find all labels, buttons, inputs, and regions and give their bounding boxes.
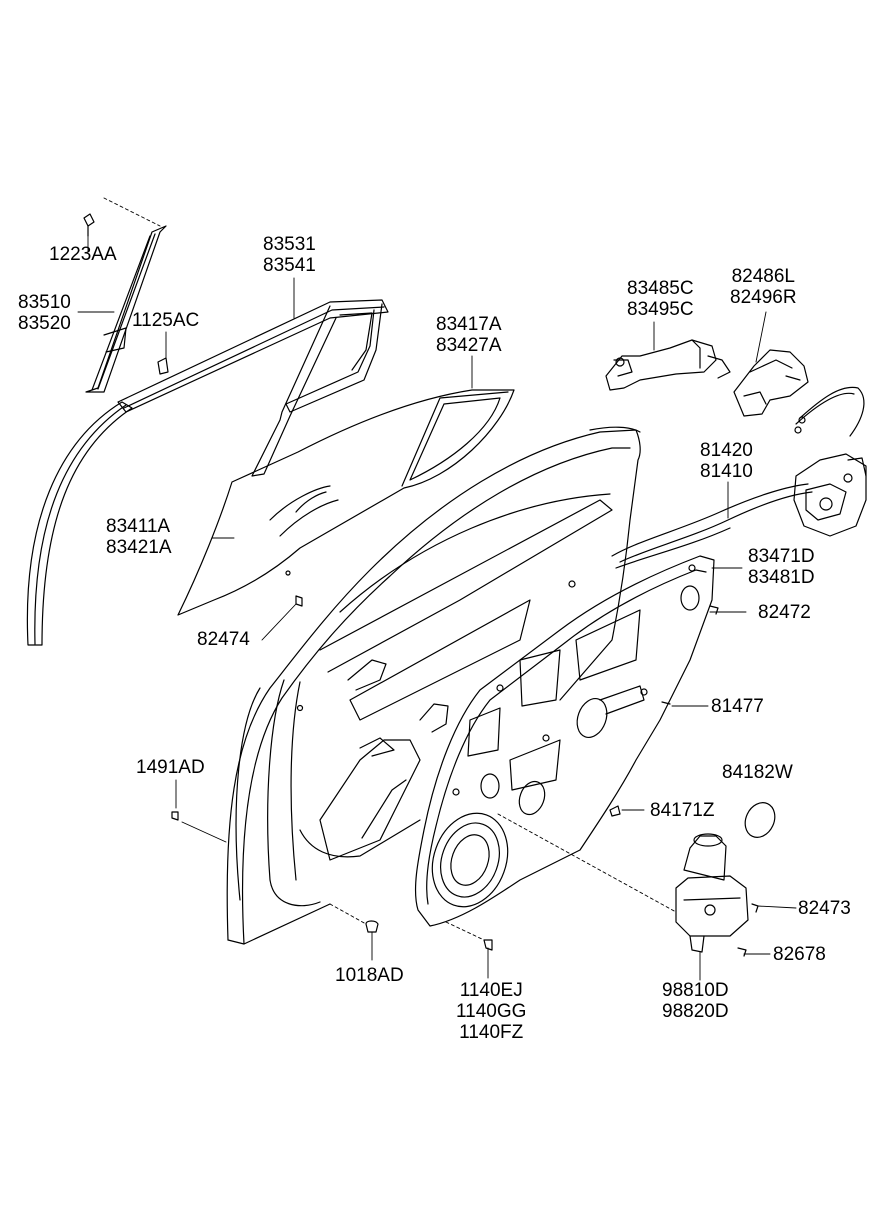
callout-line: 81420 <box>700 440 753 461</box>
leader-lines <box>77 197 797 981</box>
callout-line: 82472 <box>758 602 811 623</box>
callout-line: 82678 <box>773 944 826 965</box>
callout-98810d: 98810D 98820D <box>662 980 729 1022</box>
callout-83510: 83510 83520 <box>18 292 71 334</box>
callout-line: 82473 <box>798 898 851 919</box>
plug-part <box>609 805 621 817</box>
callout-82678: 82678 <box>773 944 826 965</box>
latch-bracket-part <box>733 349 809 417</box>
callout-line: 82486L <box>731 266 795 287</box>
callout-line: 83481D <box>748 567 815 588</box>
door-module-panel-part <box>414 555 715 927</box>
callout-line: 81477 <box>711 696 764 717</box>
callout-line: 83417A <box>436 314 502 335</box>
callout-1223aa: 1223AA <box>49 244 117 265</box>
channel-assembly-part <box>26 225 167 646</box>
callout-line: 83510 <box>18 292 71 313</box>
callout-82472: 82472 <box>758 602 811 623</box>
callout-line: 83541 <box>263 255 316 276</box>
glass-run-part <box>117 299 389 477</box>
callout-line: 98820D <box>662 1001 729 1022</box>
callout-line: 1140EJ <box>459 980 523 1001</box>
callout-line: 1140FZ <box>459 1022 524 1043</box>
callout-83411a: 83411A 83421A <box>106 516 172 558</box>
callout-line: 83531 <box>263 234 316 255</box>
door-latch-part <box>793 453 867 537</box>
callout-line: 1125AC <box>132 310 200 331</box>
callout-line: 82496R <box>730 287 797 308</box>
window-regulator-motor-part <box>675 833 749 953</box>
callout-82473: 82473 <box>798 898 851 919</box>
callout-line: 83485C <box>627 278 694 299</box>
callout-line: 1018AD <box>335 965 404 986</box>
callout-84182w: 84182W <box>722 762 793 783</box>
callout-line: 1491AD <box>136 757 205 778</box>
callout-82474: 82474 <box>197 629 250 650</box>
door-glass-part <box>177 389 515 616</box>
cable-part <box>611 386 865 569</box>
callout-83417a: 83417A 83427A <box>436 314 502 356</box>
callout-line: 83421A <box>106 537 172 558</box>
callout-81477: 81477 <box>711 696 764 717</box>
callout-82486l: 82486L 82496R <box>730 266 797 308</box>
speaker-cover-part <box>744 802 776 838</box>
callout-line: 83520 <box>18 313 71 334</box>
callout-83471d: 83471D 83481D <box>748 546 815 588</box>
callout-line: 82474 <box>197 629 250 650</box>
callout-line: 84182W <box>722 762 793 783</box>
callout-line: 83495C <box>627 299 694 320</box>
callout-83531: 83531 83541 <box>263 234 316 276</box>
callout-81420: 81420 81410 <box>700 440 753 482</box>
callout-1140ej: 1140EJ 1140GG 1140FZ <box>456 980 526 1043</box>
inside-handle-part <box>605 339 731 391</box>
callout-1125ac: 1125AC <box>132 310 199 331</box>
callout-84171z: 84171Z <box>650 800 714 821</box>
callout-line: 1223AA <box>49 244 117 265</box>
callout-line: 83471D <box>748 546 815 567</box>
callout-line: 83411A <box>106 516 171 537</box>
callout-1491ad: 1491AD <box>136 757 205 778</box>
callout-line: 83427A <box>436 335 502 356</box>
callout-line: 1140GG <box>456 1001 527 1022</box>
callout-line: 81410 <box>700 461 753 482</box>
callout-1018ad: 1018AD <box>335 965 404 986</box>
callout-line: 98810D <box>662 980 729 1001</box>
callout-83485c: 83485C 83495C <box>627 278 694 320</box>
door-frame-part <box>226 426 641 945</box>
callout-line: 84171Z <box>650 800 715 821</box>
